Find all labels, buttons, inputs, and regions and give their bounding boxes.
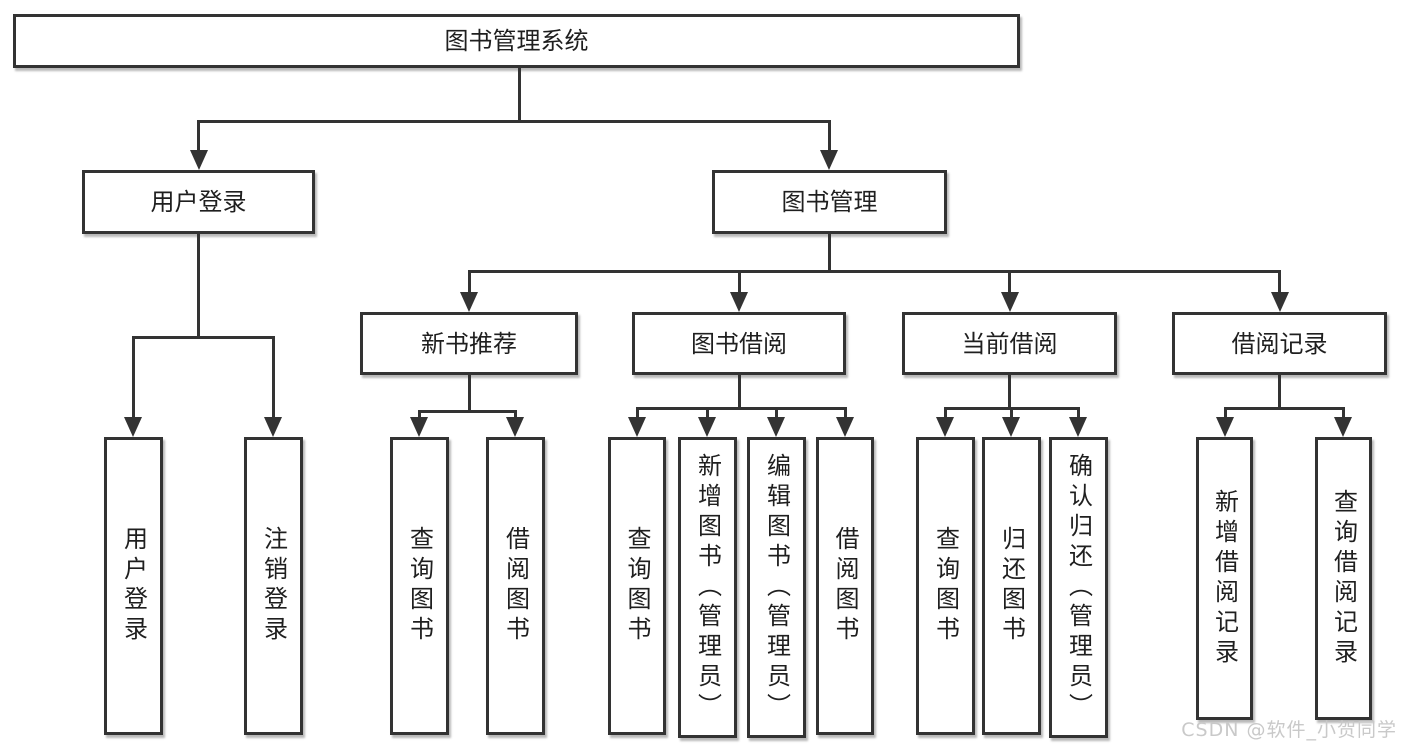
connector-to-leaf-user-login xyxy=(132,336,135,419)
leaf-logout: 注销登录 xyxy=(244,437,303,735)
connector-records-bus xyxy=(1224,407,1345,410)
node-current-borrowing: 当前借阅 xyxy=(902,312,1117,375)
leaf-return-books: 归还图书 xyxy=(982,437,1041,735)
node-label: 当前借阅 xyxy=(961,329,1058,358)
connector-to-book-borrowing xyxy=(738,270,741,295)
connector-to-book-management xyxy=(828,120,831,153)
arrowhead-leaf-add-books xyxy=(698,417,716,437)
arrowhead-leaf-query-books-current xyxy=(936,417,954,437)
arrowhead-leaf-query-books-recommend xyxy=(410,417,428,437)
arrowhead-leaf-add-record xyxy=(1216,417,1234,437)
leaf-label: 借阅图书 xyxy=(501,526,530,646)
leaf-label: 查询借阅记录 xyxy=(1329,488,1358,669)
arrowhead-leaf-borrow-books-recommend xyxy=(506,417,524,437)
leaf-label: 新增图书（管理员） xyxy=(693,452,722,723)
leaf-confirm-return-admin: 确认归还（管理员） xyxy=(1049,437,1108,738)
arrowhead-borrowing-records xyxy=(1271,292,1289,312)
connector-to-current-borrowing xyxy=(1008,270,1011,295)
connector-to-user-login xyxy=(197,120,200,153)
leaf-label: 查询图书 xyxy=(931,526,960,646)
node-borrowing-records: 借阅记录 xyxy=(1172,312,1387,375)
connector-user-login-stem xyxy=(197,234,200,336)
node-root-library-management-system: 图书管理系统 xyxy=(13,14,1020,68)
connector-to-leaf-query-books-recommend xyxy=(418,410,421,419)
leaf-borrow-books: 借阅图书 xyxy=(816,437,874,735)
leaf-query-books-current: 查询图书 xyxy=(916,437,975,735)
connector-to-leaf-query-books-borrowing xyxy=(636,407,639,419)
leaf-label: 新增借阅记录 xyxy=(1210,488,1239,669)
connector-records-stem xyxy=(1278,375,1281,407)
arrowhead-leaf-confirm-return xyxy=(1069,417,1087,437)
arrowhead-leaf-query-books-borrowing xyxy=(628,417,646,437)
leaf-label: 查询图书 xyxy=(405,526,434,646)
node-user-login: 用户登录 xyxy=(82,170,315,234)
connector-to-leaf-add-books xyxy=(706,407,709,419)
leaf-borrow-books-recommend: 借阅图书 xyxy=(486,437,545,735)
connector-to-leaf-edit-books xyxy=(775,407,778,419)
arrowhead-leaf-query-record xyxy=(1334,417,1352,437)
node-book-borrowing: 图书借阅 xyxy=(632,312,846,375)
node-book-management: 图书管理 xyxy=(712,170,947,234)
connector-to-borrowing-records xyxy=(1278,270,1281,295)
arrowhead-user-login xyxy=(190,150,208,170)
node-new-book-recommendation: 新书推荐 xyxy=(360,312,578,375)
leaf-label: 查询图书 xyxy=(623,526,651,646)
arrowhead-leaf-logout xyxy=(264,417,282,437)
connector-to-leaf-add-record xyxy=(1224,407,1227,419)
node-label: 图书管理系统 xyxy=(444,27,589,55)
connector-to-leaf-borrow-books xyxy=(844,407,847,419)
node-label: 新书推荐 xyxy=(421,329,517,358)
node-label: 用户登录 xyxy=(150,188,247,216)
connector-current-stem xyxy=(1008,375,1011,407)
arrowhead-book-borrowing xyxy=(730,292,748,312)
connector-root-bus xyxy=(197,120,831,123)
connector-root-stem xyxy=(518,68,521,120)
connector-user-login-bus xyxy=(132,336,275,339)
arrowhead-current-borrowing xyxy=(1001,292,1019,312)
connector-book-management-bus xyxy=(468,270,1281,273)
connector-borrowing-stem xyxy=(738,375,741,407)
connector-to-leaf-logout xyxy=(272,336,275,419)
connector-to-leaf-confirm-return xyxy=(1077,407,1080,419)
connector-book-management-stem xyxy=(828,234,831,270)
connector-recommendation-bus xyxy=(418,410,516,413)
connector-to-leaf-borrow-books-recommend xyxy=(514,410,517,419)
node-label: 借阅记录 xyxy=(1231,329,1328,358)
connector-to-leaf-query-books-current xyxy=(944,407,947,419)
node-label: 图书管理 xyxy=(781,188,878,216)
arrowhead-new-book-recommendation xyxy=(460,292,478,312)
arrowhead-leaf-edit-books xyxy=(767,417,785,437)
csdn-watermark: CSDN @软件_小贺同学 xyxy=(1181,719,1397,741)
leaf-label: 用户登录 xyxy=(119,526,148,646)
arrowhead-leaf-borrow-books xyxy=(836,417,854,437)
connector-to-leaf-query-record xyxy=(1342,407,1345,419)
leaf-add-books-admin: 新增图书（管理员） xyxy=(678,437,737,738)
leaf-label: 编辑图书（管理员） xyxy=(762,452,791,723)
leaf-query-borrow-record: 查询借阅记录 xyxy=(1315,437,1372,720)
leaf-label: 确认归还（管理员） xyxy=(1064,452,1093,723)
leaf-edit-books-admin: 编辑图书（管理员） xyxy=(747,437,806,738)
leaf-label: 借阅图书 xyxy=(831,526,859,646)
connector-recommendation-stem xyxy=(468,375,471,410)
arrowhead-leaf-user-login xyxy=(124,417,142,437)
leaf-add-borrow-record: 新增借阅记录 xyxy=(1196,437,1253,720)
leaf-label: 注销登录 xyxy=(259,526,288,646)
connector-to-leaf-return-books xyxy=(1010,407,1013,419)
connector-to-new-book-recommendation xyxy=(468,270,471,295)
leaf-query-books-recommend: 查询图书 xyxy=(390,437,449,735)
leaf-query-books-borrowing: 查询图书 xyxy=(608,437,666,735)
node-label: 图书借阅 xyxy=(691,329,787,358)
arrowhead-book-management xyxy=(820,150,838,170)
arrowhead-leaf-return-books xyxy=(1002,417,1020,437)
leaf-user-login: 用户登录 xyxy=(104,437,163,735)
connector-borrowing-bus xyxy=(636,407,846,410)
leaf-label: 归还图书 xyxy=(997,526,1026,646)
